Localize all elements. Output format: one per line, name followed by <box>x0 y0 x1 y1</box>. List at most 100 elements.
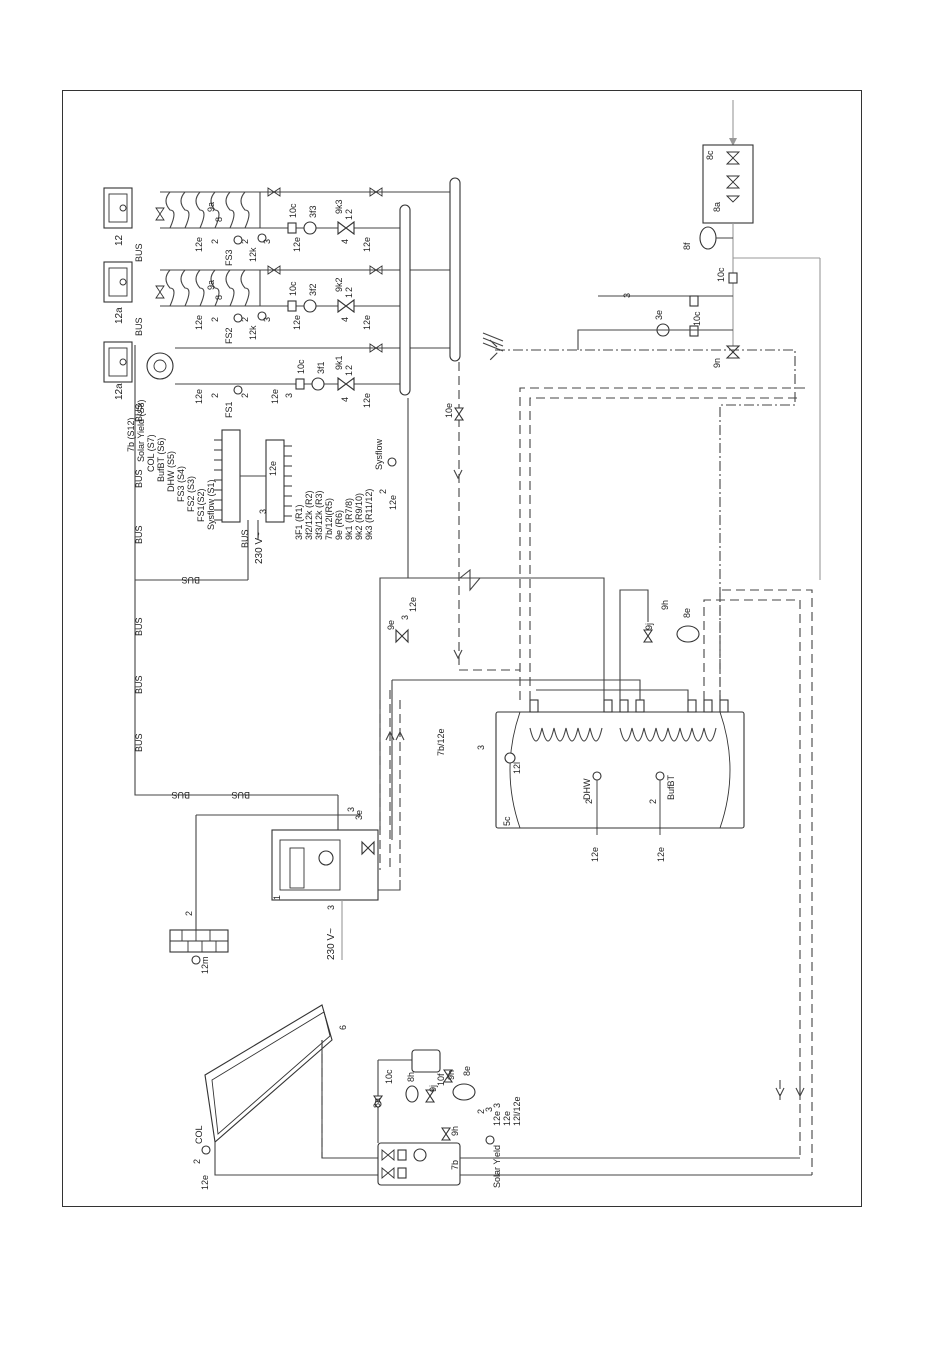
outdoor-sensor[interactable] <box>191 955 201 965</box>
c1-12e: 12e <box>194 389 204 404</box>
col-cable: 12e <box>200 1175 210 1190</box>
c1-10c: 10c <box>296 359 306 374</box>
label-buf-cable: 12e <box>656 847 666 862</box>
controller-supply-count: 3 <box>258 509 268 514</box>
sensor-fs3[interactable] <box>233 235 243 245</box>
expansion-8f[interactable] <box>699 226 717 250</box>
c3-3f3: 3f3 <box>308 205 318 218</box>
label-12l: 12l <box>512 762 522 774</box>
solar-count-2: 3 <box>484 1107 494 1112</box>
bus-line-4: BUS <box>134 675 144 694</box>
bus-tag-1: BUS <box>134 403 144 422</box>
solar-8h: 8h <box>406 1072 416 1082</box>
sysflow-count: 2 <box>378 489 388 494</box>
bus-tag-2: BUS <box>134 317 144 336</box>
c2-3f2: 3f2 <box>308 283 318 296</box>
label-8a: 8a <box>712 202 722 212</box>
mix-valve-9k3[interactable] <box>337 220 355 236</box>
c3-4: 4 <box>340 239 350 244</box>
wall-control-label-3: 12 <box>114 234 125 246</box>
c1-1: 1 <box>344 371 354 376</box>
sensor-input-1: Sysflow (S1) <box>206 479 216 530</box>
collector-label: 6 <box>338 1025 348 1030</box>
c3-10c: 10c <box>288 203 298 218</box>
c1-2c: 2 <box>344 365 354 370</box>
sensor-dhw[interactable] <box>592 771 602 781</box>
header-return <box>399 204 411 396</box>
relay-box[interactable] <box>265 439 285 523</box>
solar-controller-10f[interactable] <box>411 1049 441 1073</box>
bus-line-7: BUS <box>231 790 250 800</box>
solar-cable-2: 12e <box>502 1111 512 1126</box>
sysflow-cable: 12e <box>388 495 398 510</box>
label-10c: 10c <box>716 267 726 282</box>
water-station-8c[interactable] <box>702 144 754 224</box>
label-count-3: 3 <box>622 293 632 298</box>
sensor-bufbt[interactable] <box>655 771 665 781</box>
boiler-supply-count: 3 <box>326 905 336 910</box>
heating-element-12l[interactable] <box>504 752 516 764</box>
label-9j: 9j <box>644 623 654 630</box>
pump-3f1[interactable] <box>311 377 325 391</box>
controller-supply-label: 230 V~ <box>254 532 265 564</box>
solar-cable-1: 12l/12e <box>512 1096 522 1126</box>
c2-12e-c: 12e <box>362 315 372 330</box>
wall-control-1[interactable] <box>103 341 133 383</box>
c2-12k: 12k <box>248 325 258 340</box>
c2-12e: 12e <box>194 315 204 330</box>
radiator-circuit-1[interactable] <box>146 352 174 380</box>
label-7b-12e: 7b/12e <box>436 728 446 756</box>
solar-count-3: 2 <box>476 1109 486 1114</box>
solar-cable-3: 12e <box>492 1111 502 1126</box>
c1-3: 3 <box>284 393 294 398</box>
c2-2a: 2 <box>210 317 220 322</box>
col-label: COL <box>194 1125 204 1144</box>
label-10e: 10e <box>444 403 454 418</box>
tank-coil <box>529 727 717 742</box>
solar-collector[interactable] <box>204 1004 333 1144</box>
controller-cable-label: 12e <box>268 461 278 476</box>
mix-valve-9k1[interactable] <box>337 376 355 392</box>
sysflow-sensor[interactable] <box>387 457 397 467</box>
c3-8: 8 <box>214 217 224 222</box>
c3-3: 3 <box>262 239 272 244</box>
c2-10c: 10c <box>288 281 298 296</box>
solar-vessel-8e[interactable] <box>452 1083 476 1101</box>
sensor-fs2[interactable] <box>233 313 243 323</box>
pump-3f2[interactable] <box>303 299 317 313</box>
col-sensor[interactable] <box>201 1145 211 1155</box>
solar-yield-sensor[interactable] <box>485 1135 495 1145</box>
c2-fs2: FS2 <box>224 327 234 344</box>
buffer-tank: 5c DHW BufBT 12l 7b/12e 3 12e 12e 2 2 9j… <box>379 387 813 1175</box>
valve-9n[interactable] <box>725 345 741 359</box>
controller-box[interactable] <box>221 429 241 523</box>
mix-valve-9k2[interactable] <box>337 298 355 314</box>
c2-1: 1 <box>344 293 354 298</box>
label-8f: 8f <box>682 242 692 250</box>
bus-line-8: BUS <box>181 575 200 585</box>
relay-output-3: 3f3/12k (R3) <box>314 490 324 540</box>
c1-3f1: 3f1 <box>316 361 326 374</box>
label-3e: 3e <box>654 310 664 320</box>
solar-9j: 9j <box>428 1085 438 1092</box>
vessel-8e[interactable] <box>676 625 700 643</box>
sensor-input-7: COL (S7) <box>146 434 156 472</box>
label-dhw-count: 2 <box>584 799 594 804</box>
solar-10c: 10c <box>384 1069 394 1084</box>
valve-9e[interactable] <box>395 628 409 644</box>
label-5c: 5c <box>502 816 512 826</box>
diagram-frame <box>62 90 862 1207</box>
wall-control-2[interactable] <box>103 261 133 303</box>
sysflow-label: Sysflow <box>374 438 384 470</box>
relay-output-8: 9k3 (R11/12) <box>364 489 374 540</box>
sensor-input-5: DHW (S5) <box>166 451 176 492</box>
col-count: 2 <box>192 1159 202 1164</box>
pump-3f3[interactable] <box>303 221 317 235</box>
bus-line-2: BUS <box>134 525 144 544</box>
sensor-fs1[interactable] <box>233 385 243 395</box>
relay-output-2: 3f2/12k (R2) <box>304 490 314 540</box>
c3-2b: 2 <box>240 239 250 244</box>
wall-control-3[interactable] <box>103 187 133 229</box>
solar: 6 COL 12e 2 7b 8a 10c 8h 9j 9h 8e 10f 9h… <box>192 1004 812 1190</box>
controller-bus-label: BUS <box>240 529 250 548</box>
